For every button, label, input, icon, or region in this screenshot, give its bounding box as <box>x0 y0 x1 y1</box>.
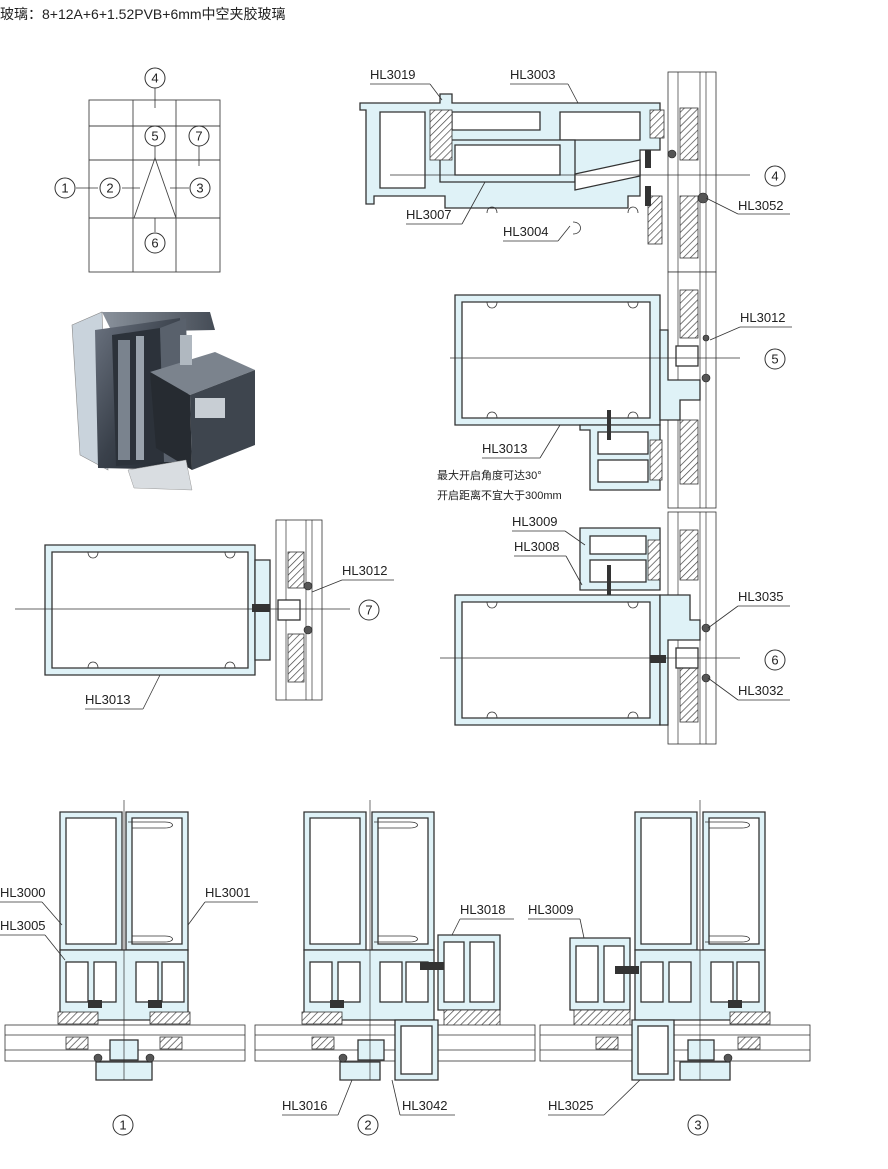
index-marker-7: 7 <box>188 125 210 147</box>
svg-text:5: 5 <box>151 129 158 144</box>
section-7-label-HL3013: HL3013 <box>85 674 161 710</box>
svg-text:HL3025: HL3025 <box>548 1098 594 1113</box>
plan-3-drawing <box>539 800 811 1081</box>
section-4-label-HL3004: HL3004 <box>503 224 571 242</box>
plan-3-label-HL3009: HL3009 <box>528 902 585 939</box>
svg-text:2: 2 <box>364 1118 371 1133</box>
section-4-label-HL3019: HL3019 <box>370 67 443 101</box>
section-5-label-HL3013: HL3013 <box>482 424 561 459</box>
svg-text:HL3009: HL3009 <box>528 902 574 917</box>
svg-text:5: 5 <box>771 352 778 367</box>
plan-1-marker: 1 <box>112 1114 134 1136</box>
svg-text:6: 6 <box>771 653 778 668</box>
svg-text:3: 3 <box>196 181 203 196</box>
svg-text:HL3008: HL3008 <box>514 539 560 554</box>
svg-text:7: 7 <box>195 129 202 144</box>
index-marker-5: 5 <box>144 125 166 147</box>
index-marker-1: 1 <box>54 177 76 199</box>
section-5-drawing <box>450 271 740 509</box>
svg-text:HL3016: HL3016 <box>282 1098 328 1113</box>
svg-text:HL3007: HL3007 <box>406 207 452 222</box>
plan-1-drawing <box>4 800 246 1081</box>
svg-text:4: 4 <box>151 71 158 86</box>
svg-text:HL3004: HL3004 <box>503 224 549 239</box>
section-4-label-HL3052: HL3052 <box>705 197 790 215</box>
curtain-wall-3d-render <box>71 311 255 491</box>
svg-text:HL3005: HL3005 <box>0 918 46 933</box>
section-7-marker: 7 <box>358 599 380 621</box>
section-4-label-HL3007: HL3007 <box>406 181 486 225</box>
svg-text:4: 4 <box>771 169 778 184</box>
section-6-drawing <box>440 511 740 745</box>
svg-text:HL3013: HL3013 <box>482 441 528 456</box>
glass-spec-title: 玻璃：8+12A+6+1.52PVB+6mm中空夹胶玻璃 <box>0 6 286 22</box>
section-6-label-HL3035: HL3035 <box>707 589 790 629</box>
section-7-drawing <box>15 519 350 701</box>
plan-3-label-HL3025: HL3025 <box>548 1079 641 1116</box>
plan-1-label-HL3000: HL3000 <box>0 885 63 926</box>
svg-text:1: 1 <box>119 1118 126 1133</box>
section-4-label-HL3003: HL3003 <box>510 67 579 104</box>
plan-2-label-HL3016: HL3016 <box>282 1079 353 1116</box>
plan-2-label-HL3018: HL3018 <box>451 902 514 936</box>
plan-2-marker: 2 <box>357 1114 379 1136</box>
section-4-marker: 4 <box>764 165 786 187</box>
index-marker-4: 4 <box>144 67 166 89</box>
svg-text:3: 3 <box>694 1118 701 1133</box>
svg-text:HL3019: HL3019 <box>370 67 416 82</box>
svg-text:6: 6 <box>151 236 158 251</box>
section-7-label-HL3012: HL3012 <box>311 563 394 593</box>
plan-1-label-HL3001: HL3001 <box>187 885 258 926</box>
svg-text:HL3013: HL3013 <box>85 692 131 707</box>
svg-text:HL3035: HL3035 <box>738 589 784 604</box>
plan-1-label-HL3005: HL3005 <box>0 918 66 961</box>
svg-text:7: 7 <box>365 603 372 618</box>
svg-text:HL3009: HL3009 <box>512 514 558 529</box>
svg-text:HL3032: HL3032 <box>738 683 784 698</box>
index-marker-6: 6 <box>144 232 166 254</box>
svg-text:2: 2 <box>106 181 113 196</box>
section-5-label-HL3012: HL3012 <box>709 310 792 341</box>
section-5-marker: 5 <box>764 348 786 370</box>
plan-2-label-HL3042: HL3042 <box>391 1079 455 1116</box>
plan-3-marker: 3 <box>687 1114 709 1136</box>
section-5-note-distance: 开启距离不宜大于300mm <box>437 488 562 502</box>
section-6-label-HL3032: HL3032 <box>707 677 790 701</box>
svg-text:HL3012: HL3012 <box>342 563 388 578</box>
svg-text:HL3012: HL3012 <box>740 310 786 325</box>
svg-text:HL3000: HL3000 <box>0 885 46 900</box>
section-4-drawing <box>359 71 750 273</box>
index-marker-3: 3 <box>189 177 211 199</box>
section-6-label-HL3009: HL3009 <box>512 514 586 546</box>
section-6-label-HL3008: HL3008 <box>514 539 583 586</box>
svg-text:HL3018: HL3018 <box>460 902 506 917</box>
svg-text:HL3003: HL3003 <box>510 67 556 82</box>
svg-text:HL3001: HL3001 <box>205 885 251 900</box>
section-5-note-angle: 最大开启角度可达30° <box>437 468 542 482</box>
svg-text:HL3052: HL3052 <box>738 198 784 213</box>
index-marker-2: 2 <box>99 177 121 199</box>
plan-2-drawing <box>254 800 536 1081</box>
svg-text:1: 1 <box>61 181 68 196</box>
section-6-marker: 6 <box>764 649 786 671</box>
svg-text:HL3042: HL3042 <box>402 1098 448 1113</box>
